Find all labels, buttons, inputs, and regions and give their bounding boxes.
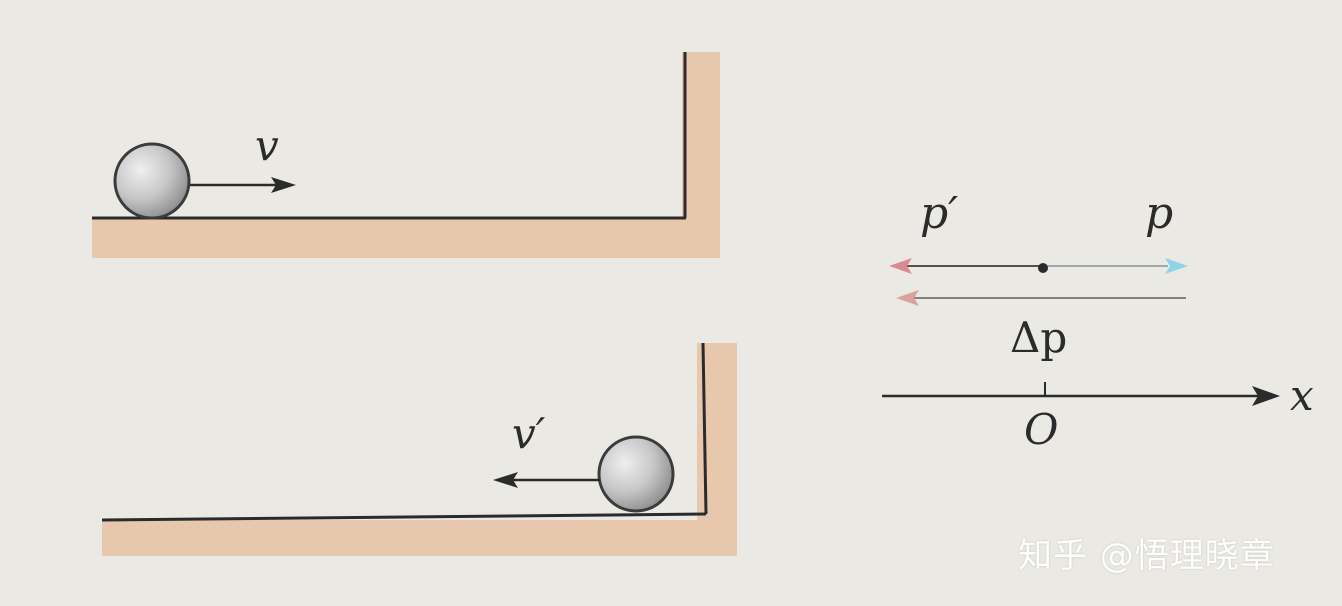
- top-floor-surface: [92, 218, 696, 258]
- momentum-initial-arrowhead: [1165, 258, 1188, 274]
- bottom-ball: [597, 435, 675, 513]
- momentum-initial-label: p: [1145, 188, 1173, 239]
- top-scene: v: [92, 52, 720, 258]
- velocity-arrowhead-left: [493, 472, 518, 488]
- bottom-floor-surface: [102, 520, 730, 556]
- bottom-floor-line: [101, 512, 707, 522]
- top-ball: [113, 142, 191, 220]
- momentum-change-label: Δp: [1010, 313, 1067, 362]
- momentum-final-label: p′: [920, 188, 958, 239]
- momentum-final-arrowhead: [889, 258, 912, 274]
- velocity-final-label: v′: [512, 409, 546, 458]
- bottom-wall-line: [701, 342, 708, 515]
- x-axis: O x: [882, 371, 1314, 454]
- velocity-initial-label: v: [255, 121, 279, 170]
- top-wall-surface: [682, 52, 720, 258]
- axis-name-label: x: [1290, 371, 1314, 420]
- watermark-text: 知乎 @悟理晓章: [1018, 536, 1275, 576]
- axis-origin-label: O: [1024, 405, 1058, 454]
- velocity-arrowhead-right: [271, 177, 296, 193]
- momentum-change-arrowhead: [896, 290, 919, 306]
- x-axis-arrowhead: [1252, 386, 1280, 406]
- momentum-vectors: p′ p Δp: [889, 188, 1188, 362]
- bottom-scene: v′: [101, 342, 737, 556]
- momentum-origin-dot: [1038, 263, 1048, 273]
